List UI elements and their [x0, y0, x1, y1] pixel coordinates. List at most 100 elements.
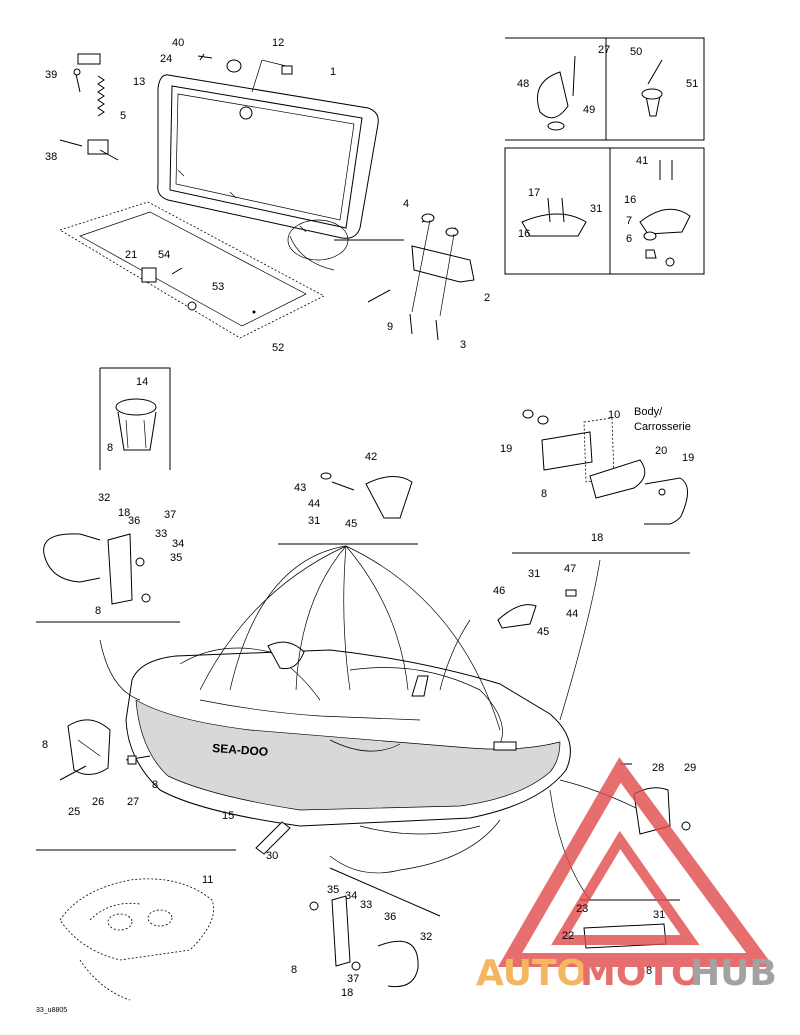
grab-handle-46	[497, 589, 577, 629]
callout-c15: 15	[222, 810, 234, 822]
cleat-detail-box	[504, 147, 705, 275]
callout-c47: 47	[564, 563, 576, 575]
callout-c54: 54	[158, 249, 170, 261]
callout-c31d: 31	[653, 909, 665, 921]
callout-c44a: 44	[308, 498, 320, 510]
callout-c40a: 40	[172, 37, 184, 49]
callout-c53: 53	[212, 281, 224, 293]
callout-c29: 29	[684, 762, 696, 774]
callout-c18c: 18	[341, 987, 353, 999]
callout-c26: 26	[92, 796, 104, 808]
callout-c46: 46	[493, 585, 505, 597]
callout-c35b: 35	[327, 884, 339, 896]
callout-c48: 48	[517, 78, 529, 90]
callout-c36a: 36	[128, 515, 140, 527]
callout-c17: 17	[528, 187, 540, 199]
callout-c51: 51	[686, 78, 698, 90]
callout-c7: 7	[626, 215, 632, 227]
callout-c3: 3	[460, 339, 466, 351]
body-label-line2: Carrosserie	[634, 421, 691, 433]
cup-holder	[99, 367, 171, 470]
callout-c32b: 32	[420, 931, 432, 943]
callout-c10: 10	[608, 409, 620, 421]
watermark-logo: AUTO MOTO HUB	[476, 757, 777, 994]
callout-c27a: 27	[598, 44, 610, 56]
callout-c31c: 31	[528, 568, 540, 580]
callout-c37a: 37	[164, 509, 176, 521]
callout-c33a: 33	[155, 528, 167, 540]
rear-step-assembly	[59, 719, 151, 781]
callout-c5: 5	[120, 110, 126, 122]
callout-c34a: 34	[172, 538, 184, 550]
callout-c37b: 37	[347, 973, 359, 985]
dash-panel	[36, 849, 236, 1001]
callout-c19b: 19	[682, 452, 694, 464]
callout-c8c: 8	[95, 605, 101, 617]
callout-c44b: 44	[566, 608, 578, 620]
callout-c34b: 34	[345, 890, 357, 902]
grab-handle-42	[278, 472, 418, 545]
callout-c13: 13	[133, 76, 145, 88]
callout-c36b: 36	[384, 911, 396, 923]
callout-c49: 49	[583, 104, 595, 116]
watermark-moto: MOTO	[580, 953, 702, 994]
bracket-assembly	[334, 213, 475, 341]
callout-c33b: 33	[360, 899, 372, 911]
callout-c8b: 8	[541, 488, 547, 500]
callout-c18a: 18	[591, 532, 603, 544]
callout-c20: 20	[655, 445, 667, 457]
callout-c39: 39	[45, 69, 57, 81]
callout-c32a: 32	[98, 492, 110, 504]
callout-c42: 42	[365, 451, 377, 463]
callout-c24a: 24	[160, 53, 172, 65]
callout-c11: 11	[202, 874, 213, 886]
callout-c27b: 27	[127, 796, 139, 808]
callout-c19a: 19	[500, 443, 512, 455]
callout-c38: 38	[45, 151, 57, 163]
callout-c41: 41	[636, 155, 648, 167]
callout-c30: 30	[266, 850, 278, 862]
callout-c21: 21	[125, 249, 137, 261]
callout-c8a: 8	[107, 442, 113, 454]
callout-c14: 14	[136, 376, 148, 388]
callout-c25: 25	[68, 806, 80, 818]
storage-cover-assembly	[157, 53, 379, 239]
callout-c9: 9	[387, 321, 393, 333]
strap-detail-box	[505, 37, 705, 141]
callout-c50: 50	[630, 46, 642, 58]
callout-c1: 1	[330, 66, 336, 78]
callout-c22: 22	[562, 930, 574, 942]
callout-c16b: 16	[624, 194, 636, 206]
rod-30	[255, 821, 291, 855]
callout-c31a: 31	[590, 203, 602, 215]
cable-assembly-bottom	[309, 867, 441, 988]
callout-c31b: 31	[308, 515, 320, 527]
callout-c28: 28	[652, 762, 664, 774]
watercraft-hull	[125, 641, 571, 835]
callout-c35a: 35	[170, 552, 182, 564]
callout-c8e: 8	[152, 779, 158, 791]
callout-c8g: 8	[646, 965, 652, 977]
callout-c23: 23	[576, 903, 588, 915]
callout-c18b: 18	[118, 507, 130, 519]
callout-c45a: 45	[345, 518, 357, 530]
triangle-logo-icon	[497, 757, 774, 967]
callout-c45b: 45	[537, 626, 549, 638]
callout-c2: 2	[484, 292, 490, 304]
watermark-hub: HUB	[690, 953, 777, 994]
body-plate-assembly	[512, 409, 690, 554]
diagram-code: 33_u8805	[36, 1007, 67, 1014]
callout-c6: 6	[626, 233, 632, 245]
hull-brand-text: SEA-DOO	[212, 741, 269, 759]
callout-c12a: 12	[272, 37, 284, 49]
watermark-auto: AUTO	[476, 953, 587, 994]
callout-c8f: 8	[291, 964, 297, 976]
callout-c43: 43	[294, 482, 306, 494]
hinge-spring-assembly	[59, 53, 119, 161]
cable-assembly-left	[36, 533, 180, 623]
callout-c8d: 8	[42, 739, 48, 751]
callout-c16a: 16	[518, 228, 530, 240]
callout-c4: 4	[403, 198, 409, 210]
